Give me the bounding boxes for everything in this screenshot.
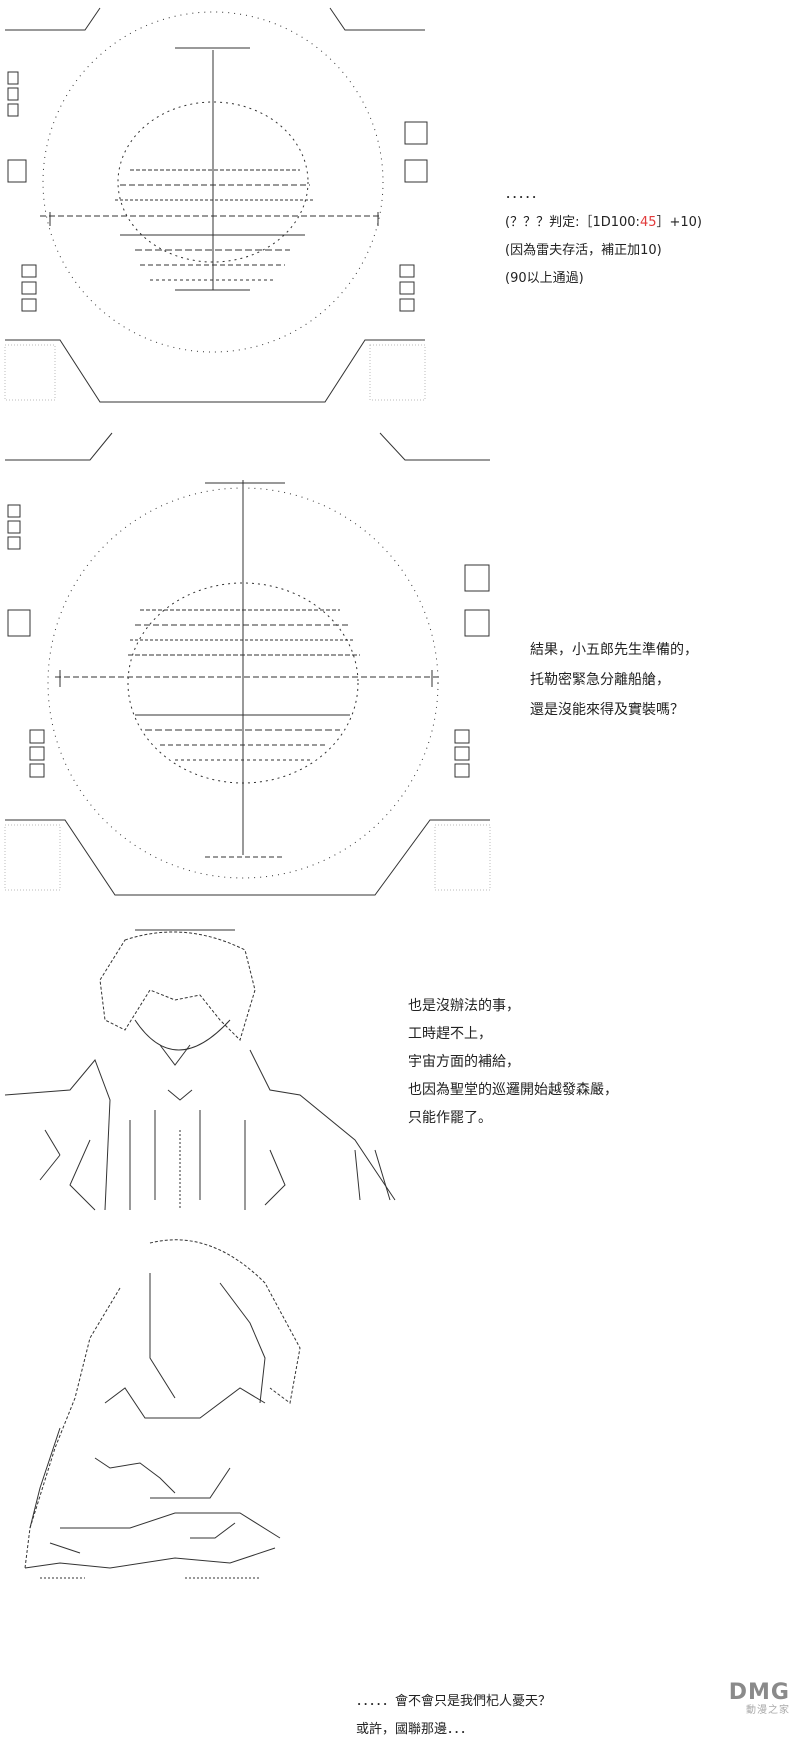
panel4-line-2: 或許，國聯那邊．．． (356, 1722, 474, 1737)
panel3-line-4: 也因為聖堂的巡邏開始越發森嚴， (408, 1082, 618, 1098)
panel-character-sitting: ．．．．．會不會只是我們杞人憂天？ 或許，國聯那邊．．． (0, 1228, 800, 1737)
panel2-caption: 結果，小五郎先生準備的， 托勒密緊急分離船艙， 還是沒能來得及實裝嗎？ (530, 635, 698, 725)
panel2-line-1: 結果，小五郎先生準備的， (530, 642, 698, 658)
dice-roll-prefix: (？？？判定:［1D100: (505, 215, 640, 230)
dice-roll-value: 45 (639, 215, 657, 230)
panel3-line-2: 工時趕不上， (408, 1026, 492, 1042)
panel-radar-2: 結果，小五郎先生準備的， 托勒密緊急分離船艙， 還是沒能來得及實裝嗎？ (0, 425, 800, 910)
panel-character-standing: 也是沒辦法的事， 工時趕不上， 宇宙方面的補給， 也因為聖堂的巡邏開始越發森嚴，… (0, 920, 800, 1220)
panel4-line-1: ．．．．．會不會只是我們杞人憂天？ (356, 1694, 552, 1709)
panel1-line-4: (90以上通過) (505, 271, 584, 286)
character-sitting-ascii-art (24, 1239, 301, 1579)
dice-roll-suffix: ］+10) (656, 215, 702, 230)
site-watermark-logo: DMG 動漫之家 (729, 1680, 790, 1716)
panel-radar-1: ．．．．． (？？？判定:［1D100:45］+10) (因為雷夫存活，補正加1… (0, 0, 800, 420)
panel2-line-2: 托勒密緊急分離船艙， (530, 672, 670, 688)
radar-scope-art-2 (4, 432, 491, 896)
panel3-line-5: 只能作罷了。 (408, 1110, 492, 1126)
panel3-line-1: 也是沒辦法的事， (408, 998, 520, 1014)
character-ascii-art (4, 929, 396, 1211)
panel3-line-3: 宇宙方面的補給， (408, 1054, 520, 1070)
panel1-line-3: (因為雷夫存活，補正加10) (505, 243, 662, 258)
radar-scope-art (4, 7, 428, 403)
dice-roll-line: (？？？判定:［1D100:45］+10) (505, 210, 702, 238)
watermark-sub-text: 動漫之家 (746, 1705, 790, 1716)
panel3-caption: 也是沒辦法的事， 工時趕不上， 宇宙方面的補給， 也因為聖堂的巡邏開始越發森嚴，… (408, 992, 618, 1132)
panel4-caption: ．．．．．會不會只是我們杞人憂天？ 或許，國聯那邊．．． (356, 1688, 551, 1744)
panel1-caption: ．．．．． (？？？判定:［1D100:45］+10) (因為雷夫存活，補正加1… (505, 182, 702, 294)
panel2-line-3: 還是沒能來得及實裝嗎？ (530, 702, 684, 718)
watermark-logo-text: DMG (728, 1680, 790, 1705)
panel1-line-1: ．．．．． (505, 187, 545, 202)
